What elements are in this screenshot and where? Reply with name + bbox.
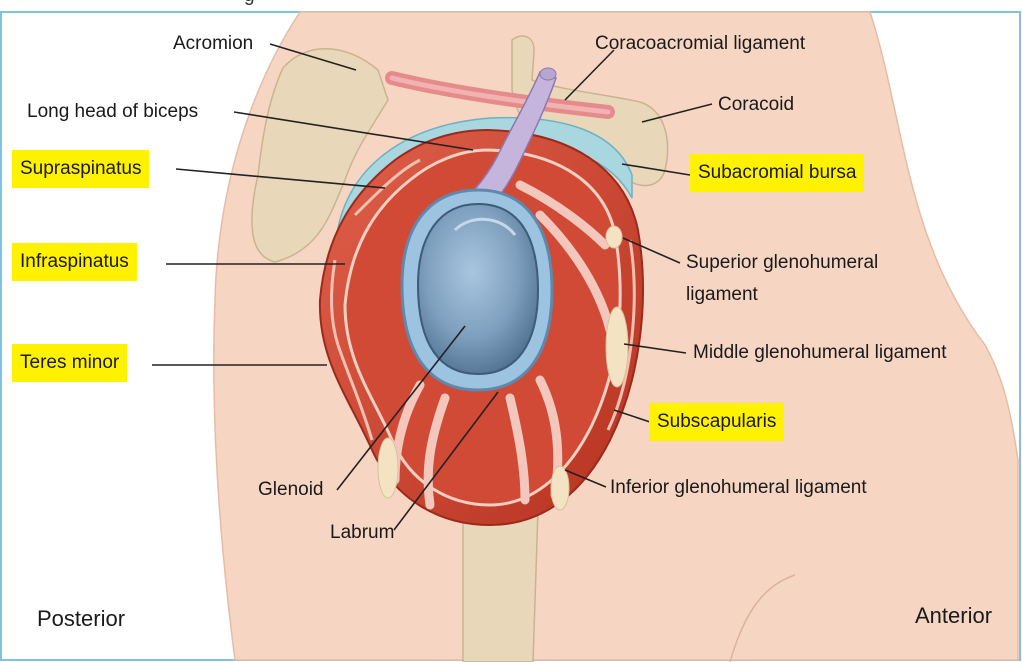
label-middle-glenohumeral-ligament: Middle glenohumeral ligament	[693, 342, 946, 364]
inferior-gh-nodule-left	[378, 438, 398, 498]
inferior-gh-nodule-right	[551, 466, 569, 510]
label-inferior-glenohumeral-ligament: Inferior glenohumeral ligament	[610, 477, 867, 499]
label-coracoacromial-ligament: Coracoacromial ligament	[595, 33, 805, 55]
label-posterior: Posterior	[37, 608, 125, 630]
glenoid-fossa	[418, 204, 538, 374]
label-infraspinatus: Infraspinatus	[12, 243, 137, 281]
label-superior-glenohumeral: Superior glenohumeral	[686, 252, 878, 274]
middle-gh-nodule	[606, 307, 628, 387]
label-subscapularis: Subscapularis	[649, 403, 784, 441]
label-anterior: Anterior	[915, 605, 992, 627]
label-glenoid: Glenoid	[258, 479, 324, 501]
label-subacromial-bursa: Subacromial bursa	[690, 154, 864, 192]
humerus-shaft	[463, 510, 538, 662]
label-coracoid: Coracoid	[718, 94, 794, 116]
label-labrum: Labrum	[330, 522, 394, 544]
label-teres-minor: Teres minor	[12, 344, 127, 382]
label-acromion: Acromion	[173, 33, 253, 55]
label-long-head-of-biceps: Long head of biceps	[27, 101, 198, 123]
label-superior-glenohumeral-ligament: ligament	[686, 284, 758, 306]
superior-gh-nodule	[606, 226, 622, 248]
label-supraspinatus: Supraspinatus	[12, 150, 149, 188]
cropped-caption-fragment: g	[244, 0, 255, 7]
biceps-tendon-end	[540, 68, 556, 80]
